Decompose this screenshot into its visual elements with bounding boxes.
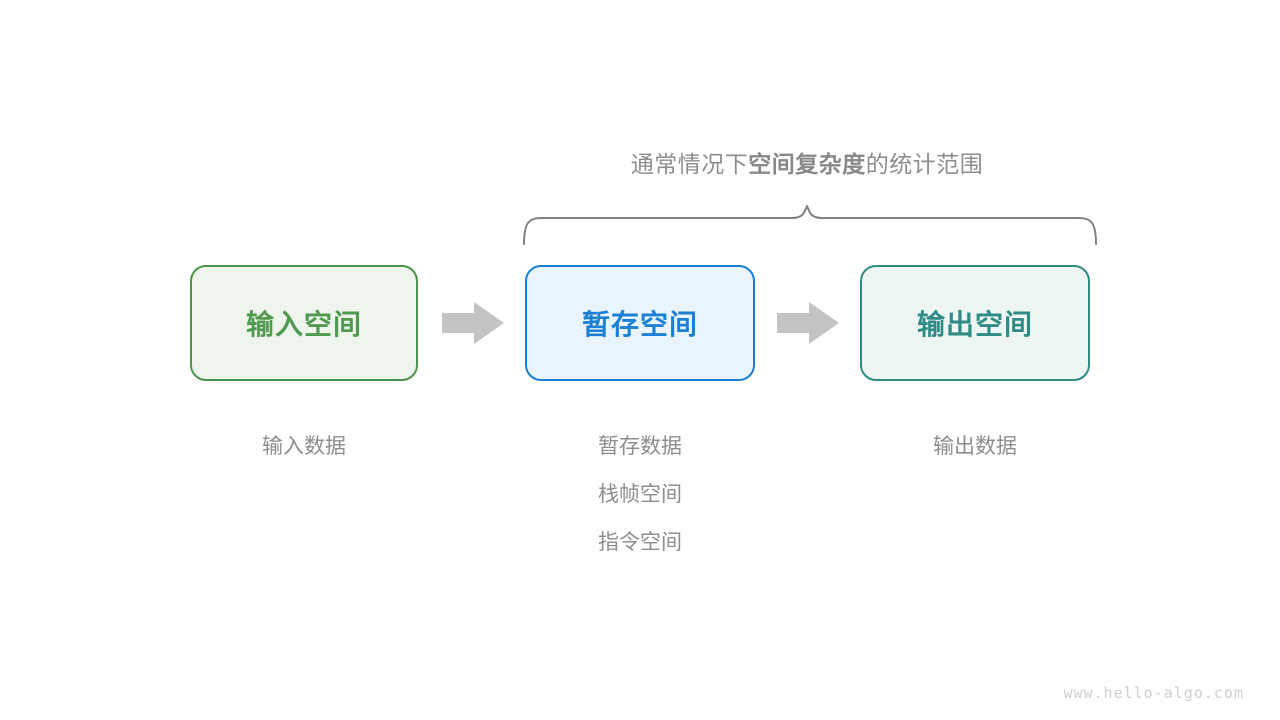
note-line: 栈帧空间 — [598, 483, 682, 506]
box-output-space[interactable]: 输出空间 — [860, 265, 1090, 381]
box-input-space[interactable]: 输入空间 — [190, 265, 418, 381]
note-line: 输入数据 — [262, 435, 346, 458]
scope-brace — [523, 205, 1097, 245]
note-line: 输出数据 — [933, 435, 1017, 458]
box-temp-space[interactable]: 暂存空间 — [525, 265, 755, 381]
arrow-temp-to-output-icon — [777, 302, 839, 344]
notes-input-space: 输入数据 — [190, 423, 418, 471]
caption-suffix: 的统计范围 — [865, 151, 984, 177]
box-output-space-label: 输出空间 — [916, 309, 1033, 340]
note-line: 指令空间 — [598, 531, 682, 554]
space-boxes-row: 输入空间 暂存空间 输出空间 — [0, 265, 1280, 381]
notes-output-space: 输出数据 — [860, 423, 1090, 471]
watermark: www.hello-algo.com — [1063, 684, 1244, 702]
arrow-input-to-temp-icon — [442, 302, 504, 344]
notes-temp-space: 暂存数据 栈帧空间 指令空间 — [525, 423, 755, 567]
caption-emphasis: 空间复杂度 — [748, 151, 866, 177]
box-temp-space-label: 暂存空间 — [581, 309, 698, 340]
caption-prefix: 通常情况下 — [630, 151, 749, 177]
box-input-space-label: 输入空间 — [245, 309, 362, 340]
scope-caption: 通常情况下空间复杂度的统计范围 — [0, 145, 1280, 179]
note-line: 暂存数据 — [598, 435, 682, 458]
